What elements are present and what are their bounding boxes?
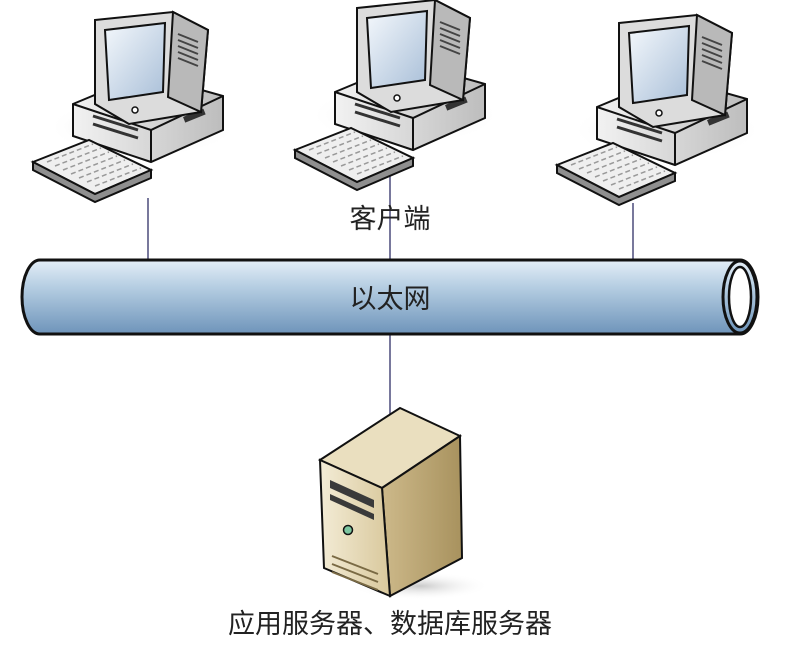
server-label: 应用服务器、数据库服务器 xyxy=(228,609,552,640)
client-computer-left xyxy=(31,10,240,204)
ethernet-pipe xyxy=(20,258,760,336)
client-computer-center xyxy=(293,0,502,192)
client-computer-right xyxy=(555,13,764,207)
clients-label: 客户端 xyxy=(350,204,431,235)
tower-server-icon xyxy=(317,406,490,600)
network-label: 以太网 xyxy=(350,284,431,315)
